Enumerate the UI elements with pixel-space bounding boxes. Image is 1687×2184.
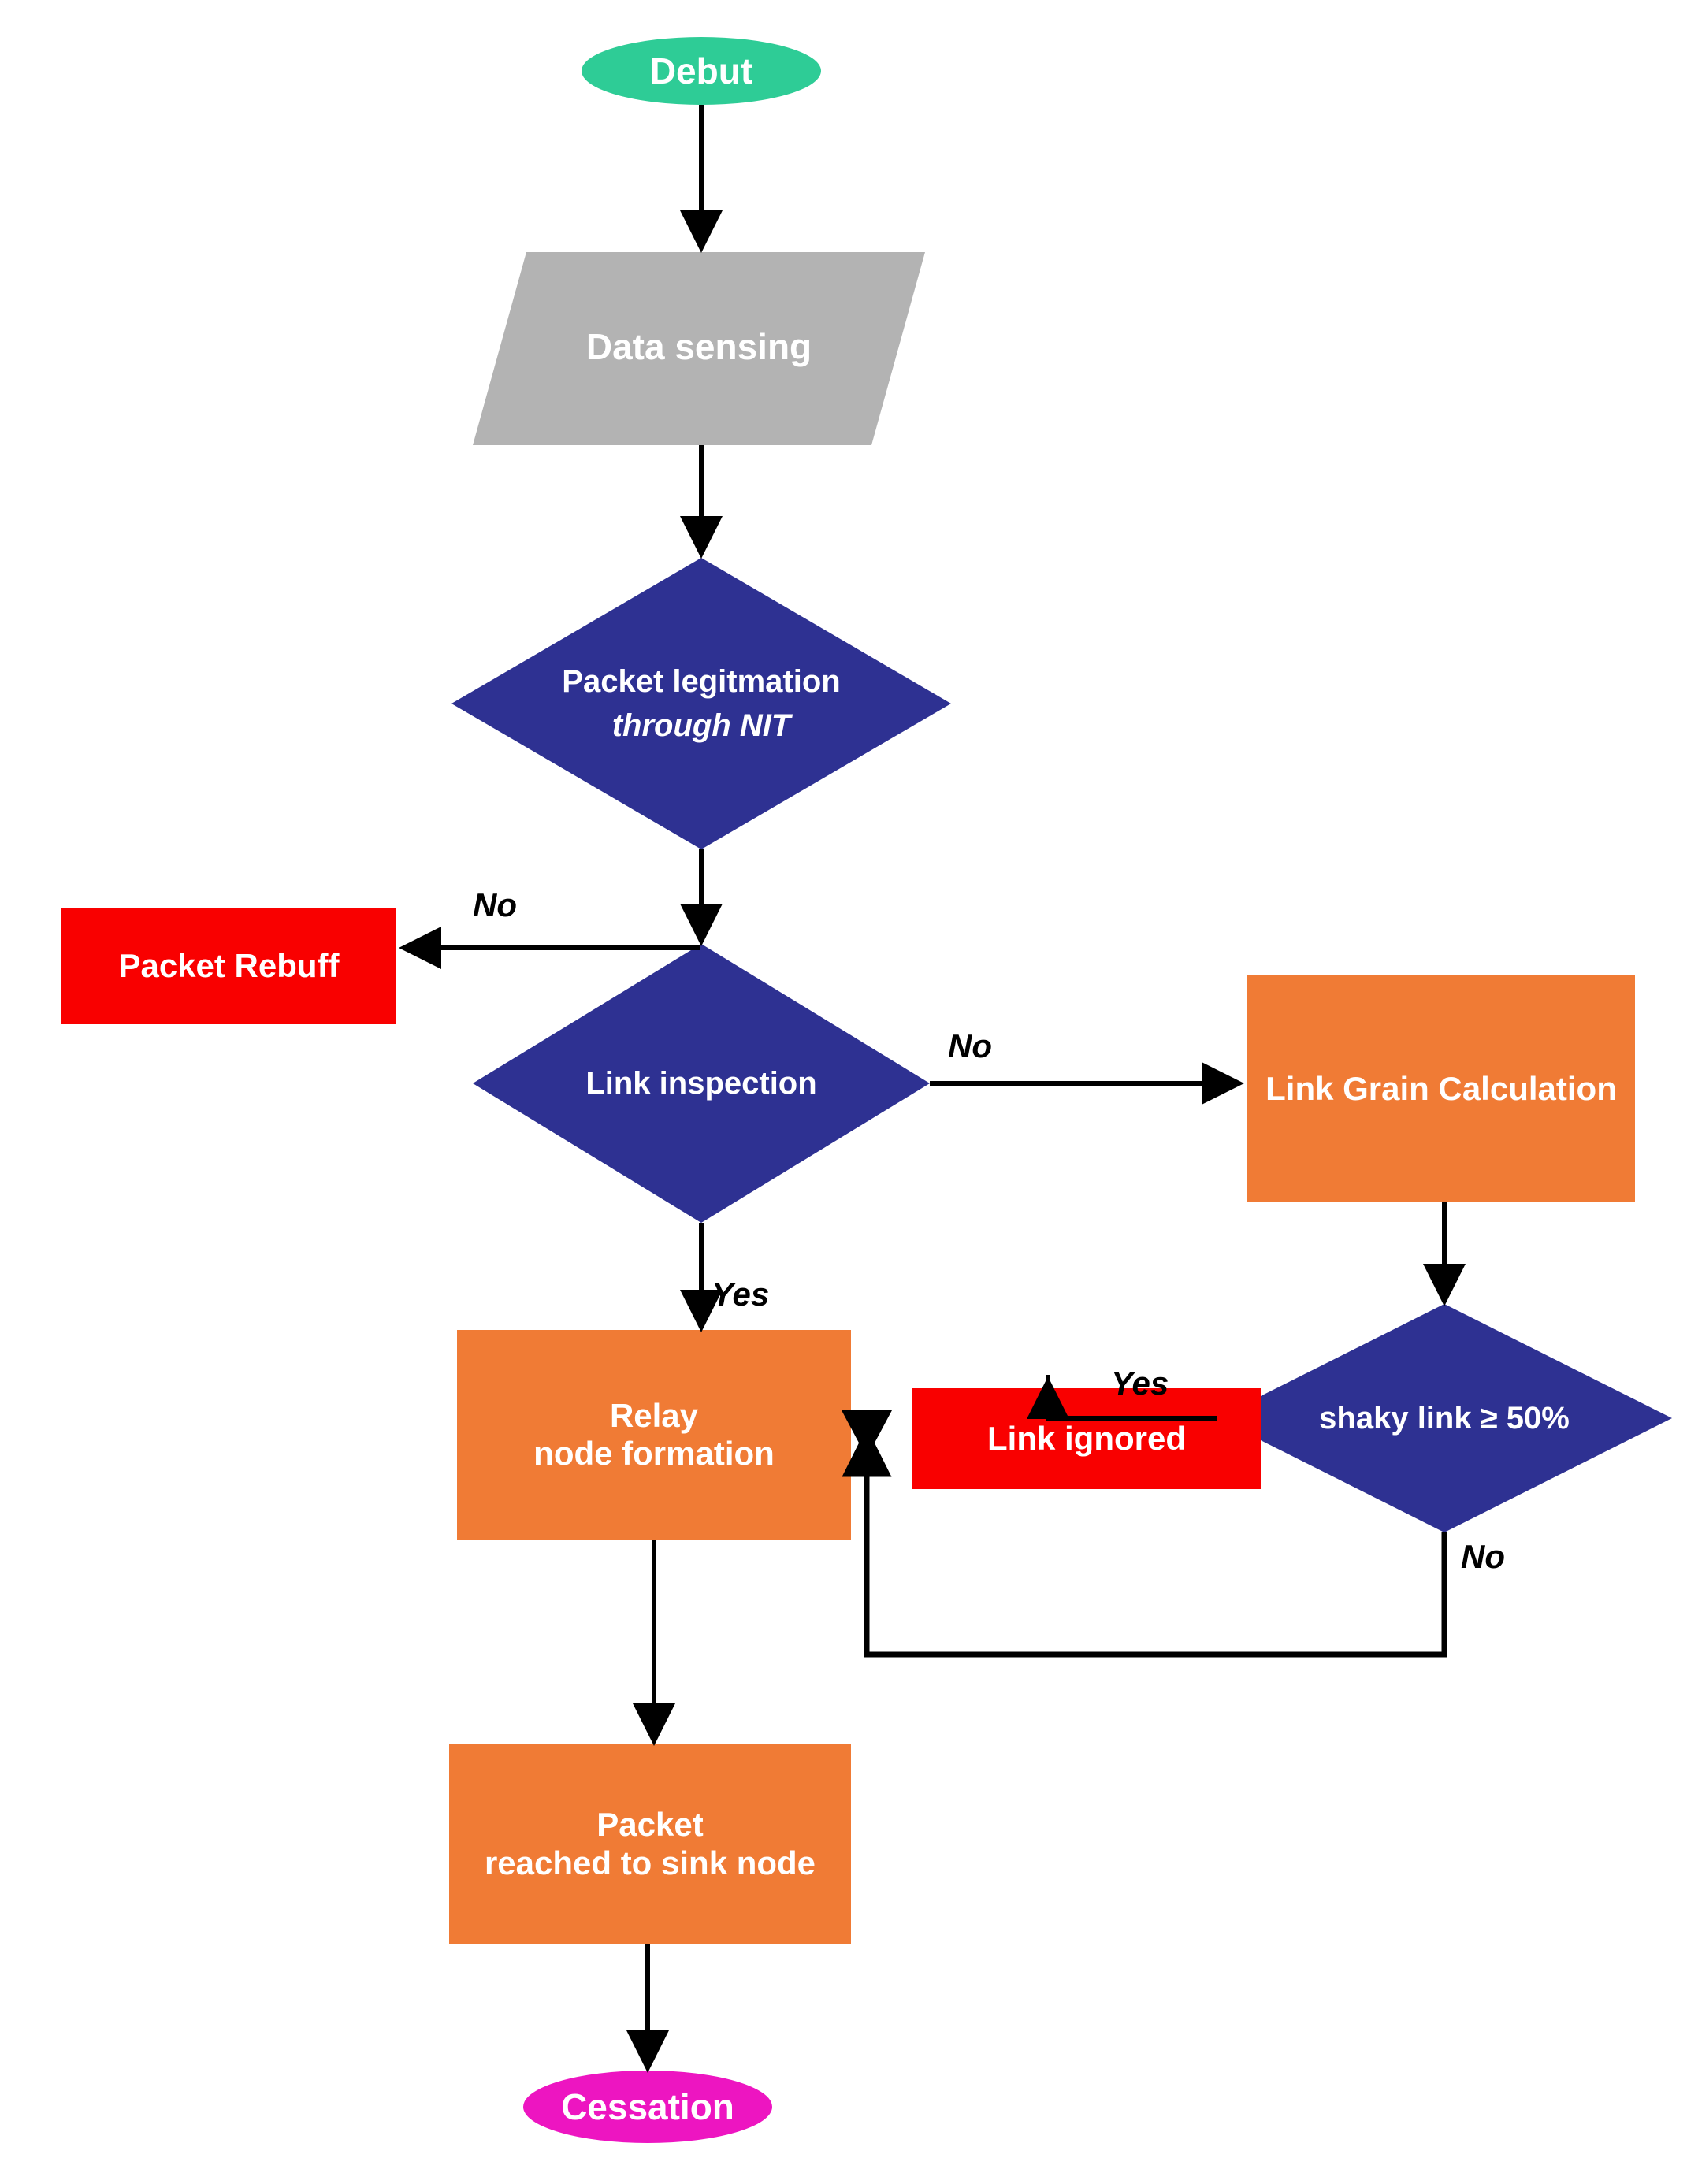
node-link-ignored-shape bbox=[912, 1388, 1261, 1489]
node-link-inspection-shape bbox=[473, 944, 930, 1223]
node-packet-reached-shape bbox=[449, 1744, 851, 1944]
edge-label-shaky-yes: Yes bbox=[1111, 1365, 1169, 1402]
node-data-sensing-shape bbox=[473, 252, 925, 445]
edge-shaky-no-to-relay bbox=[864, 1430, 1447, 1658]
node-end-shape bbox=[523, 2071, 772, 2143]
node-link-grain-calculation-shape bbox=[1247, 975, 1635, 1202]
node-packet-rebuff-shape bbox=[61, 908, 396, 1024]
edge-label-inspection-yes: Yes bbox=[712, 1276, 770, 1313]
node-start-shape bbox=[582, 37, 821, 105]
edge-shaky-no-arrow-tip bbox=[842, 1410, 892, 1458]
node-packet-legitmation-shape bbox=[451, 558, 951, 849]
edge-label-shaky-no: No bbox=[1461, 1538, 1505, 1575]
edge-label-legitmation-no: No bbox=[473, 886, 517, 923]
edge-label-inspection-no: No bbox=[948, 1027, 992, 1064]
node-relay-node-formation-shape bbox=[457, 1330, 851, 1540]
node-shaky-link-shape bbox=[1217, 1304, 1672, 1532]
